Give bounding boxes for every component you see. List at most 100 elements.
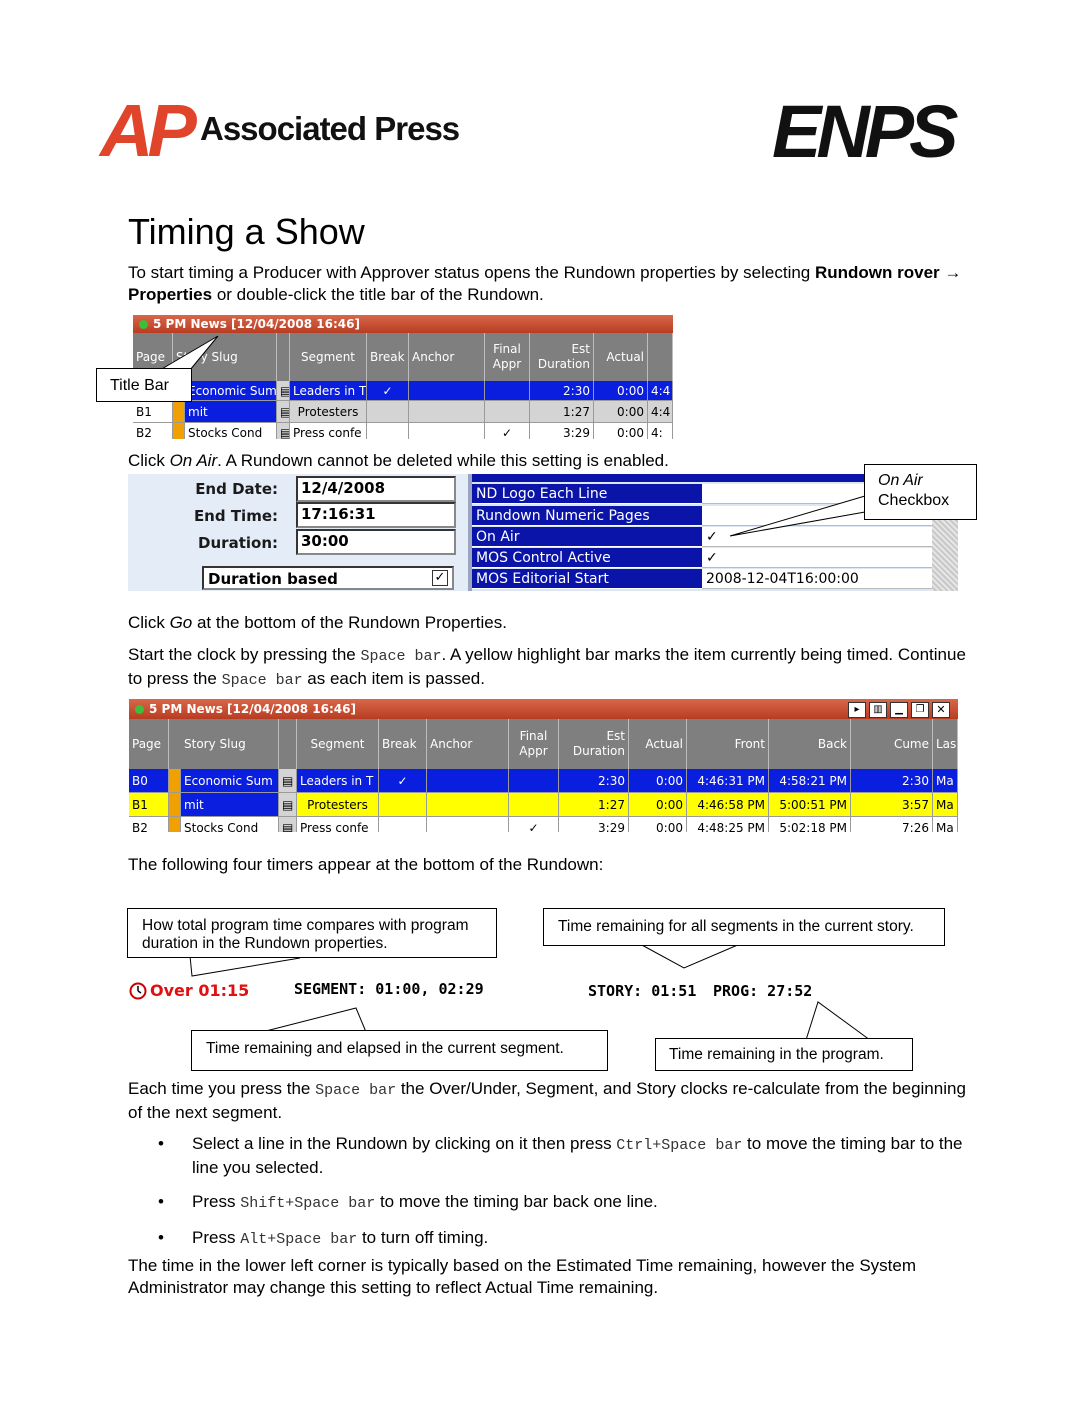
prop-name-on-air: On Air — [472, 527, 702, 547]
cell-anchor — [427, 817, 509, 832]
recalc-text-1: Each time you press the — [128, 1079, 316, 1098]
header-break[interactable]: Break — [379, 719, 427, 769]
header-front[interactable] — [648, 333, 673, 381]
header-actual[interactable]: Actual — [629, 719, 687, 769]
header-est-duration[interactable]: Est Duration — [559, 719, 629, 769]
status-dot-icon — [135, 705, 144, 714]
header-break[interactable]: Break — [367, 333, 409, 381]
on-air-text-1: Click — [128, 451, 170, 470]
rundown-title-bar[interactable]: 5 PM News [12/04/2008 16:46] — [133, 315, 673, 333]
header-page[interactable]: Page — [129, 719, 169, 769]
cell-slug: mit — [181, 793, 279, 817]
header-final-appr[interactable]: Final Appr — [485, 333, 530, 381]
cell-cume: 2:30 — [851, 769, 933, 793]
on-air-callout-pointer — [729, 495, 866, 537]
list-item: Press Shift+Space bar to move the timing… — [128, 1191, 968, 1215]
cell-slug: mit — [185, 401, 277, 423]
cell-segment: Press confe — [290, 423, 367, 439]
cell-segment: Protesters — [290, 401, 367, 423]
cell-actual: 0:00 — [594, 401, 648, 423]
start-paragraph: Start the clock by pressing the Space ba… — [128, 644, 968, 692]
header-last[interactable]: Las — [933, 719, 958, 769]
cell-final: ✓ — [485, 423, 530, 439]
duration-based-checkbox[interactable]: ✓ — [432, 570, 448, 586]
cell-segment: Leaders in T — [290, 381, 367, 401]
cell-last: Ma — [933, 793, 958, 817]
script-icon: ▤ — [277, 401, 290, 423]
table-row[interactable]: B2 Stocks Cond ▤ Press confe ✓ 3:29 0:00… — [129, 817, 958, 832]
header-anchor[interactable]: Anchor — [427, 719, 509, 769]
header-icon-col — [277, 333, 290, 381]
segment-timer-callout: Time remaining and elapsed in the curren… — [191, 1030, 608, 1071]
header-final-appr[interactable]: Final Appr — [509, 719, 559, 769]
prop-name: MOS Editorial Start — [472, 569, 702, 589]
header-cume[interactable]: Cume — [851, 719, 933, 769]
header-actual[interactable]: Actual — [594, 333, 648, 381]
on-air-checkbox[interactable]: ✓ — [702, 527, 932, 547]
cell-break — [379, 793, 427, 817]
cell-cume: 3:57 — [851, 793, 933, 817]
rundown-title: 5 PM News [12/04/2008 16:46] — [149, 702, 356, 716]
cell-final — [485, 401, 530, 423]
start-key-1: Space bar — [360, 648, 442, 665]
header-back[interactable]: Back — [769, 719, 851, 769]
cell-est: 3:29 — [530, 423, 594, 439]
prop-value[interactable]: ✓ — [702, 548, 932, 568]
header-story-slug[interactable]: Story Slug — [169, 719, 279, 769]
story-timer: STORY: 01:51 — [588, 982, 697, 1000]
minimize-icon[interactable]: ▁ — [890, 702, 908, 718]
page-title: Timing a Show — [128, 211, 365, 252]
cell-page: B0 — [129, 769, 169, 793]
header-segment[interactable]: Segment — [290, 333, 367, 381]
intro-arrow: → — [939, 263, 962, 282]
cell-est: 1:27 — [530, 401, 594, 423]
cell-est: 2:30 — [559, 769, 629, 793]
cell-anchor — [409, 423, 485, 439]
cell-marker — [169, 817, 181, 832]
end-time-field[interactable]: 17:16:31 — [296, 502, 456, 528]
clock-icon — [129, 982, 147, 1000]
duration-based-toggle[interactable]: Duration based ✓ — [202, 566, 454, 590]
cell-segment: Protesters — [297, 793, 379, 817]
title-bar-callout: Title Bar — [96, 368, 192, 402]
end-date-field[interactable]: 12/4/2008 — [296, 476, 456, 502]
cell-actual: 0:00 — [629, 793, 687, 817]
header-icon-col — [279, 719, 297, 769]
close-icon[interactable]: ✕ — [932, 702, 950, 718]
header-anchor[interactable]: Anchor — [409, 333, 485, 381]
table-row[interactable]: B0 Economic Sum ▤ Leaders in T ✓ 2:30 0:… — [129, 769, 958, 793]
ap-logo-name: Associated Press — [200, 110, 460, 147]
intro-text-1: To start timing a Producer with Approver… — [128, 263, 815, 282]
duration-field[interactable]: 30:00 — [296, 529, 456, 555]
status-dot-icon — [139, 320, 148, 329]
cell-page: B1 — [129, 793, 169, 817]
restore-icon[interactable]: ❐ — [911, 702, 929, 718]
title-bar-callout-pointer — [159, 335, 219, 371]
header-segment[interactable]: Segment — [297, 719, 379, 769]
header-page[interactable]: Page — [133, 333, 173, 381]
rundown-title-bar[interactable]: 5 PM News [12/04/2008 16:46] ▸ ▥ ▁ ❐ ✕ — [129, 699, 958, 719]
cell-back: 4:58:21 PM — [769, 769, 851, 793]
cell-break: ✓ — [367, 381, 409, 401]
cell-anchor — [409, 401, 485, 423]
timers-intro: The following four timers appear at the … — [128, 855, 604, 874]
header-est-duration[interactable]: Est Duration — [530, 333, 594, 381]
prop-value[interactable]: 2008-12-04T16:00:00 — [702, 569, 932, 589]
go-em: Go — [169, 613, 193, 632]
rundown-title: 5 PM News [12/04/2008 16:46] — [153, 317, 360, 331]
table-row[interactable]: B1 mit ▤ Protesters 1:27 0:00 4:4 — [133, 401, 673, 423]
list-item: Press Alt+Space bar to turn off timing. — [128, 1227, 968, 1251]
recalc-paragraph: Each time you press the Space bar the Ov… — [128, 1078, 968, 1124]
header-front[interactable]: Front — [687, 719, 769, 769]
end-time-label: End Time: — [193, 507, 278, 525]
go-paragraph: Click Go at the bottom of the Rundown Pr… — [128, 612, 968, 634]
list-item: Select a line in the Rundown by clicking… — [128, 1133, 968, 1179]
export-icon[interactable]: ▸ — [848, 702, 866, 718]
table-row[interactable]: B2 Stocks Cond ▤ Press confe ✓ 3:29 0:00… — [133, 423, 673, 439]
prog-timer: PROG: 27:52 — [713, 982, 813, 1000]
bullet-text: to turn off timing. — [357, 1228, 489, 1247]
columns-icon[interactable]: ▥ — [869, 702, 887, 718]
bullet-key: Ctrl+Space bar — [616, 1137, 743, 1154]
cell-marker — [169, 769, 181, 793]
table-row-timing[interactable]: B1 mit ▤ Protesters 1:27 0:00 4:46:58 PM… — [129, 793, 958, 817]
